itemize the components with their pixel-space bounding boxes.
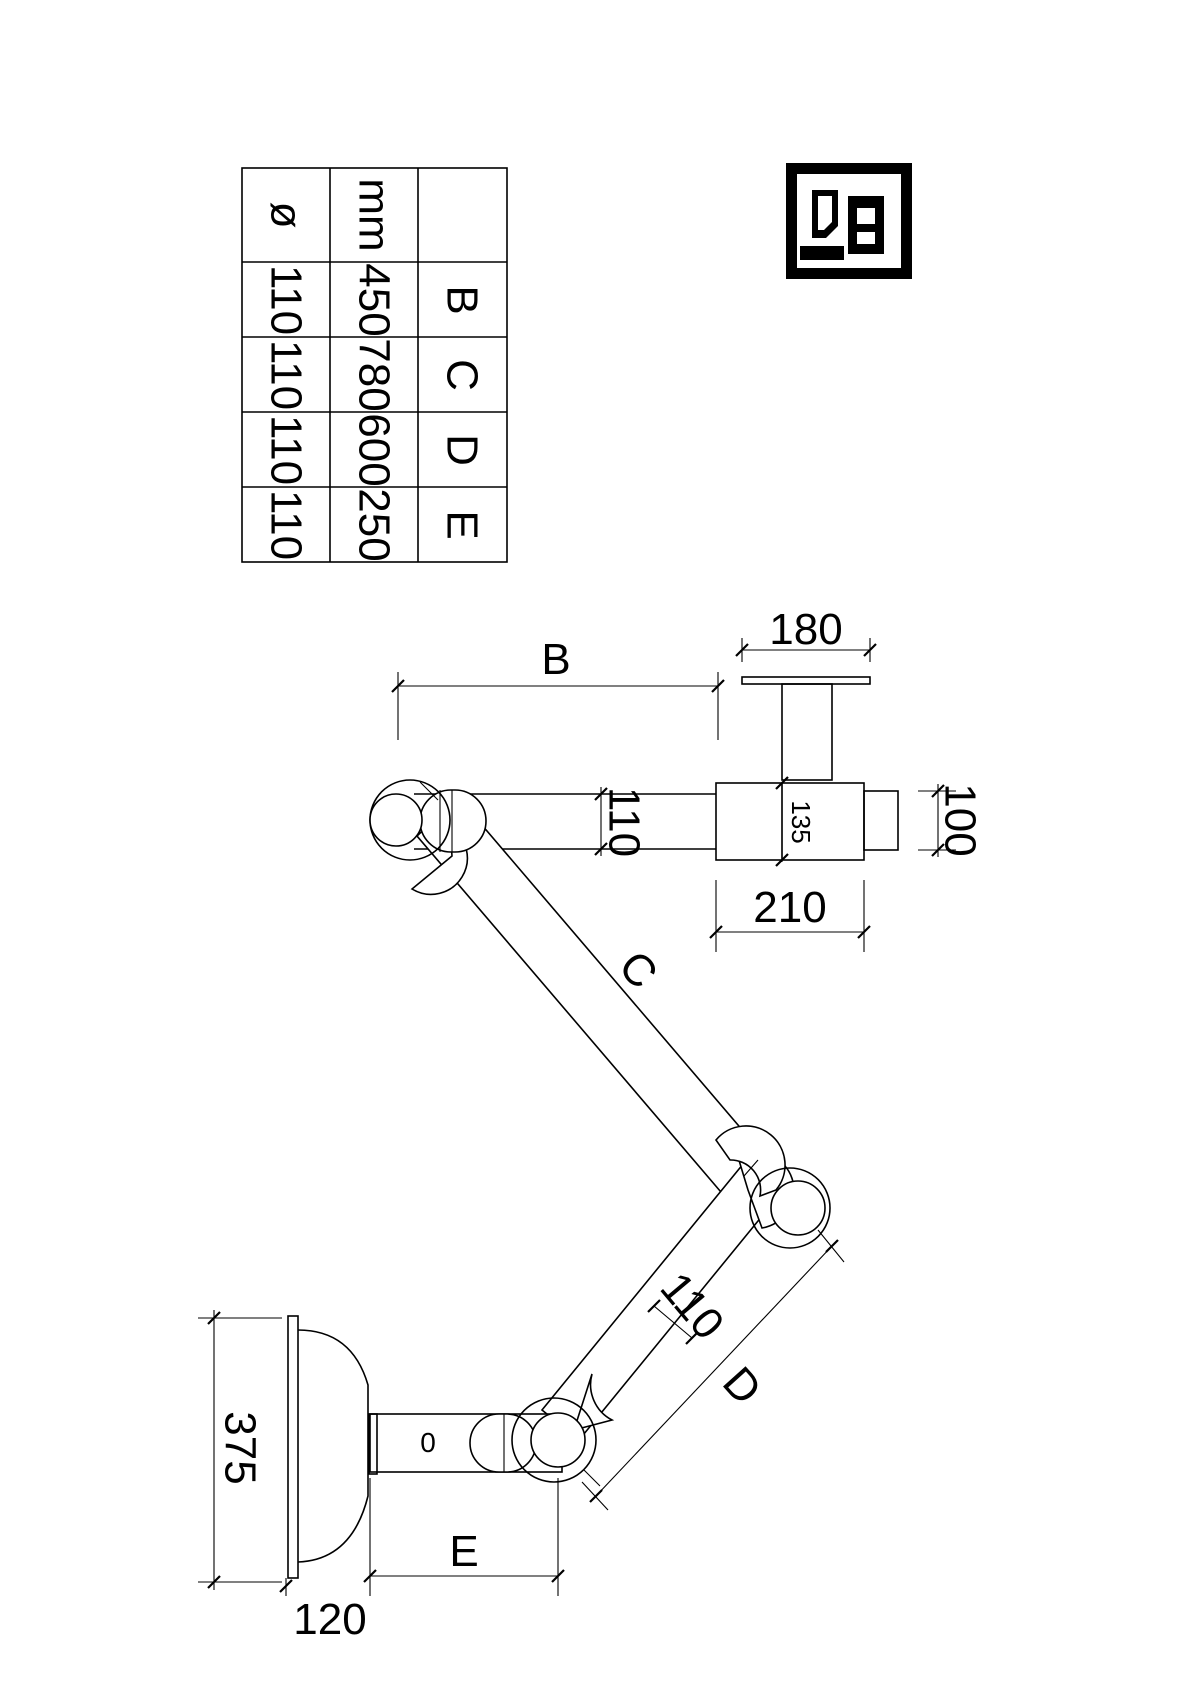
dimension-210: 210 <box>709 880 871 952</box>
table-row-b-length: 450 <box>350 263 399 336</box>
table-row-e-length: 250 <box>350 488 399 561</box>
table-row-d-label: D <box>438 434 487 466</box>
table-row-d-diameter: 110 <box>262 415 311 485</box>
dimension-label-210: 210 <box>753 883 826 932</box>
table-row-b-diameter: 110 <box>262 265 311 335</box>
table-header-diameter: ø <box>262 202 311 229</box>
table-row-c-label: C <box>438 359 487 391</box>
table-row-e-label: E <box>438 510 487 539</box>
small-mark-label: 0 <box>420 1427 436 1458</box>
dimension-label-b: B <box>541 635 570 684</box>
dimension-135: 135 <box>775 776 816 867</box>
dimension-label-e: E <box>449 1527 478 1576</box>
table-row-c-diameter: 110 <box>262 340 311 410</box>
dimension-label-d: D <box>713 1358 771 1414</box>
dimension-110-top: 110 <box>594 787 649 857</box>
dimension-label-110-top: 110 <box>600 787 649 857</box>
dimension-label-120: 120 <box>293 1595 366 1644</box>
dimension-label-135: 135 <box>786 800 816 843</box>
dimension-100: 100 <box>918 783 985 857</box>
joint-middle <box>714 1125 831 1249</box>
dimension-e: E <box>363 1478 565 1596</box>
lamp-hood <box>287 1315 369 1579</box>
joint-top <box>369 779 487 896</box>
dimension-120: 120 <box>279 1578 367 1644</box>
table-row-c-length: 780 <box>350 338 399 411</box>
dimension-375: 375 <box>198 1310 282 1590</box>
ceiling-mount <box>741 676 871 781</box>
table-header-unit: mm <box>350 178 399 251</box>
zero-mark: 0 <box>420 1427 436 1458</box>
table-row-b-label: B <box>438 285 487 314</box>
dimension-b: B <box>391 635 725 740</box>
table-row-d-length: 600 <box>350 413 399 486</box>
dimension-label-375: 375 <box>216 1411 265 1484</box>
joint-bottom <box>469 1373 615 1487</box>
dimension-180: 180 <box>735 605 877 662</box>
manufacturer-logo-icon <box>786 163 912 279</box>
table-row-e-diameter: 110 <box>262 490 311 560</box>
dimension-label-180: 180 <box>769 605 842 654</box>
dimension-table: ø mm 110 450 B 110 780 C 110 600 D 110 2… <box>241 167 508 563</box>
dimension-label-100: 100 <box>936 783 985 856</box>
